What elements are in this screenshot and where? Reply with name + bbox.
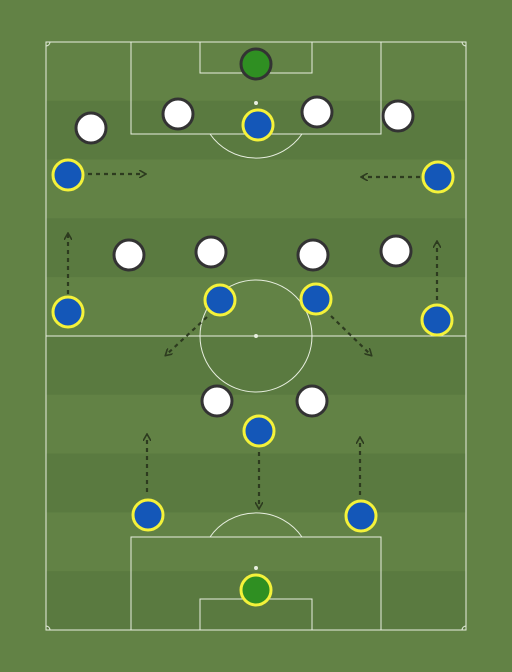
team-b-defender-marker [344,499,378,533]
pitch-stripe [46,336,466,395]
team-a-forward-marker [200,384,234,418]
team-a-goalkeeper-marker [239,47,273,81]
top-penalty-arc [209,133,303,159]
team-b-forward-marker [421,160,455,194]
team-a-midfielder-marker [194,235,228,269]
team-a-defender-marker [381,99,415,133]
team-b-forward-marker [241,108,275,142]
team-b-midfielder-marker [51,295,85,329]
corner-arc-bottom-right [461,625,467,631]
team-a-defender-marker [161,97,195,131]
team-b-forward-marker [51,158,85,192]
players [51,47,455,607]
centre-spot [254,334,258,338]
top-penalty-spot [254,101,258,105]
movement-arrow [166,316,208,355]
team-b-defender-marker [131,498,165,532]
pitch-stripe [46,277,466,336]
team-a-midfielder-marker [379,234,413,268]
team-b-midfielder-marker [203,283,237,317]
pitch-stripe [46,159,466,219]
movement-arrow [330,315,371,355]
team-a-defender-marker [74,111,108,145]
pitch-stripe [46,453,466,513]
team-a-forward-marker [295,384,329,418]
corner-arc-top-right [461,41,467,47]
team-b-midfielder-marker [420,303,454,337]
bottom-penalty-spot [254,566,258,570]
team-b-defender-marker [242,414,276,448]
team-b-midfielder-marker [299,282,333,316]
pitch-stripe [46,512,466,572]
corner-arc-top-left [45,41,51,47]
centre-circle [199,279,313,393]
movement-arrows [68,174,437,508]
team-b-goalkeeper-marker [239,573,273,607]
corner-arc-bottom-left [45,625,51,631]
team-a-midfielder-marker [296,238,330,272]
bottom-penalty-arc [209,512,303,538]
team-a-midfielder-marker [112,238,146,272]
team-a-defender-marker [300,95,334,129]
